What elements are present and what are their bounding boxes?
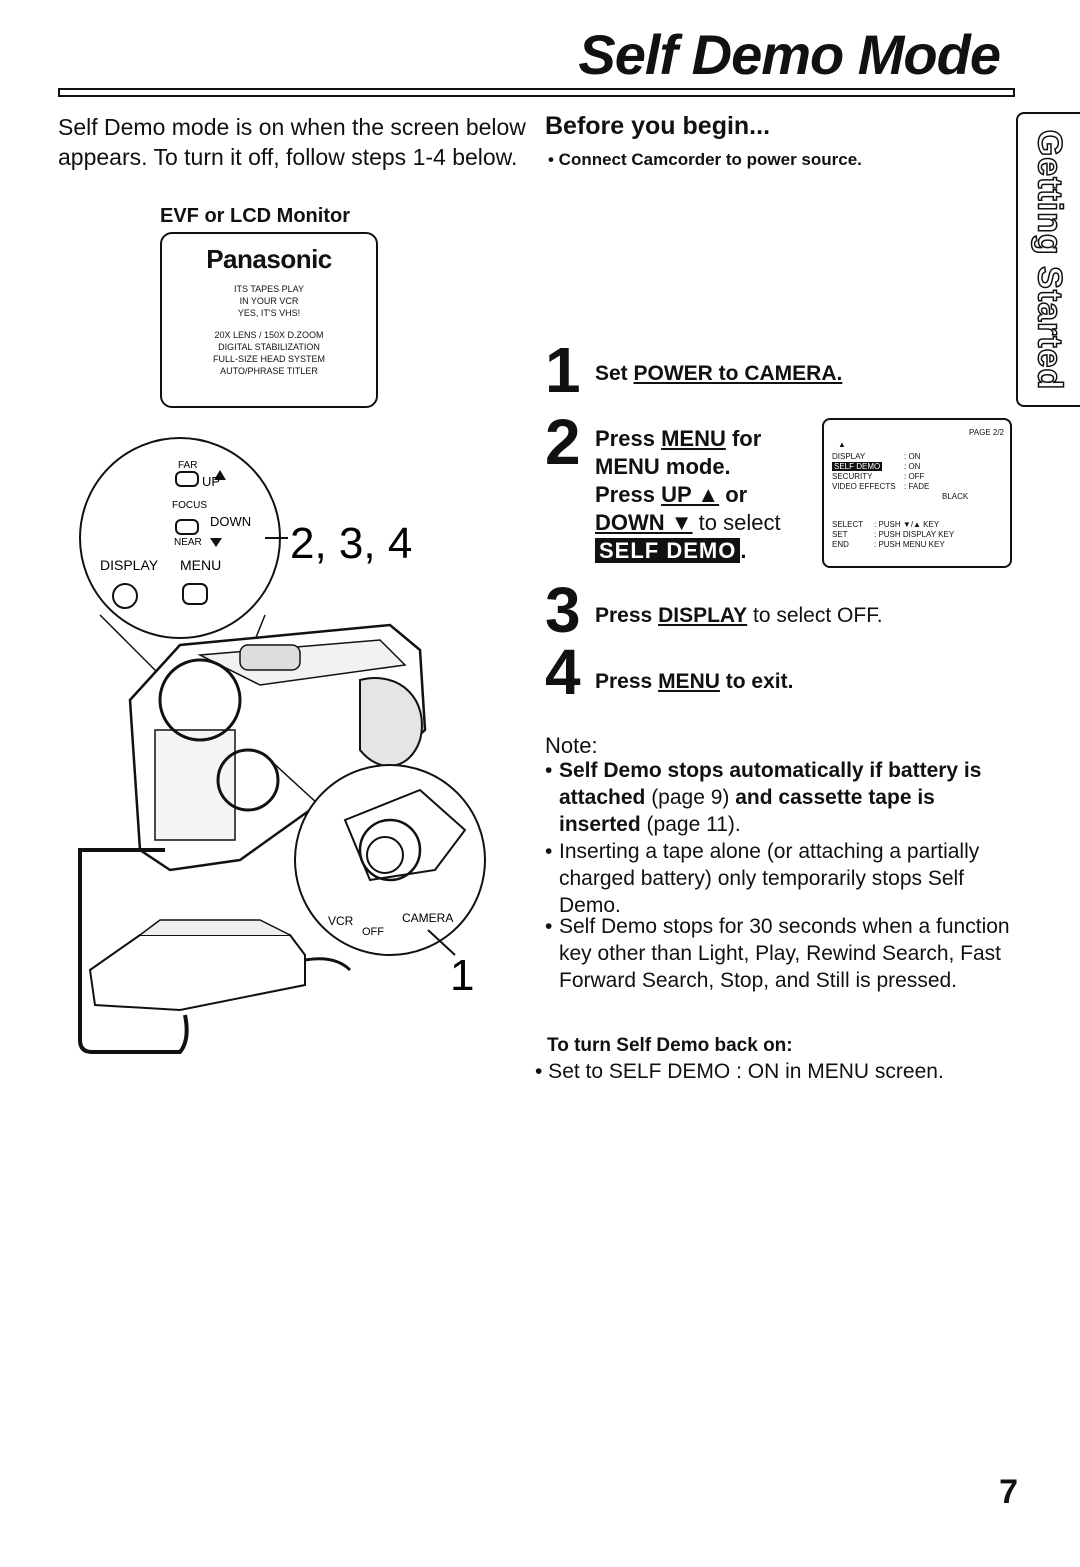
step-1: 1 (545, 338, 581, 402)
callout-1: 1 (450, 951, 474, 1000)
off-label: OFF (362, 926, 384, 938)
vcr-label: VCR (328, 914, 354, 928)
demo-line: YES, IT'S VHS! (237, 308, 301, 318)
help-value: : PUSH ▼/▲ KEY (874, 520, 940, 529)
menu-row-key: VIDEO EFFECTS (832, 482, 896, 491)
page-title: Self Demo Mode (578, 23, 1001, 86)
step-number: 3 (545, 574, 581, 646)
display-button (112, 583, 138, 609)
demo-line: AUTO/PHRASE TITLER (220, 366, 318, 376)
menu-page: PAGE 2/2 (969, 428, 1004, 437)
help-key: SET (832, 530, 848, 539)
up-label: UP (202, 474, 220, 489)
note-text: Self Demo stops for 30 seconds when a fu… (559, 915, 1010, 992)
step-text: to exit. (719, 670, 794, 693)
note-bold: Self Demo stops automatically if battery… (559, 759, 982, 809)
step-number: 4 (545, 636, 581, 708)
menu-row-value: : ON (904, 452, 921, 461)
menu-row-value: : OFF (904, 472, 925, 481)
far-label: FAR (178, 460, 197, 471)
menu-row-key: SECURITY (832, 472, 873, 481)
display-label: DISPLAY (100, 557, 159, 573)
help-value: : PUSH MENU KEY (874, 540, 945, 549)
demo-line: 20x LENS / 150x D.ZOOM (214, 330, 324, 340)
section-tab: Getting Started (1016, 112, 1080, 407)
menu-row-key: SELF DEMO (832, 462, 883, 471)
power-switch-ref: POWER to CAMERA. (633, 362, 843, 385)
near-label: NEAR (174, 537, 202, 548)
step-4-text: Press MENU to exit. (595, 670, 793, 694)
help-key: END (832, 540, 849, 549)
title-rule (58, 88, 1015, 97)
turn-on-text: • Set to SELF DEMO : ON in MENU screen. (535, 1060, 944, 1083)
self-demo-highlight: SELF DEMO (595, 538, 741, 563)
menu-row-value: : FADE (904, 482, 930, 491)
step-text: Press (595, 604, 659, 627)
before-note: • Connect Camcorder to power source. (548, 150, 862, 169)
demo-line: ITS TAPES PLAY (233, 284, 305, 294)
step-text: to select OFF. (747, 604, 883, 627)
menu-row-value: BLACK (942, 492, 969, 501)
menu-row-value: : ON (904, 462, 921, 471)
focus-label: FOCUS (172, 500, 207, 511)
note-text: Inserting a tape alone (or attaching a p… (559, 840, 980, 917)
down-label: DOWN (210, 514, 251, 529)
intro-text: Self Demo mode is on when the screen bel… (58, 114, 526, 170)
note-bullet-2: •Inserting a tape alone (or attaching a … (545, 838, 1015, 919)
camera-label: CAMERA (402, 911, 453, 925)
demo-brand: Panasonic (206, 244, 332, 274)
note-bullet-3: •Self Demo stops for 30 seconds when a f… (545, 913, 1020, 994)
note-bullet-1: •Self Demo stops automatically if batter… (545, 759, 982, 836)
step-1-text: Set POWER to CAMERA. (595, 362, 842, 386)
demo-line: FULL-SIZE HEAD SYSTEM (212, 354, 326, 364)
up-key-ref: UP ▲ (661, 482, 720, 507)
step-text: . (740, 538, 747, 563)
menu-key-ref: MENU (661, 426, 726, 451)
step-2-text: Press MENU for MENU mode. Press UP ▲ or … (595, 425, 781, 565)
up-arrow-icon (214, 470, 226, 480)
up-arrow-icon: ▲ (838, 440, 846, 449)
step-text: Press (595, 670, 659, 693)
turn-on-heading: To turn Self Demo back on: (547, 1035, 793, 1056)
step-number: 1 (545, 334, 581, 406)
section-tab-label: Getting Started (1030, 128, 1070, 390)
display-key-ref: DISPLAY (658, 604, 748, 627)
power-switch (358, 818, 422, 882)
step-text: or (719, 482, 748, 507)
camcorder-illustration: FAR UP FOCUS DOWN NEAR DISPLAY MENU 2, 3… (78, 437, 486, 1054)
menu-button (182, 583, 208, 605)
demo-line: DIGITAL STABILIZATION (218, 342, 320, 352)
step-text: for (725, 426, 762, 451)
note-heading: Note: (545, 733, 598, 758)
step-2: 2 (545, 410, 581, 474)
help-key: SELECT (832, 520, 864, 529)
note-text: (page 9) (645, 786, 736, 809)
step-3: 3 (545, 578, 581, 642)
menu-screen: PAGE 2/2 ▲ DISPLAY : ON SELF DEMO : ON SEC… (822, 418, 1012, 568)
callout-234: 2, 3, 4 (290, 519, 412, 568)
step-text: Press (595, 426, 662, 451)
step-text: to select (692, 510, 781, 535)
step-number: 2 (545, 406, 581, 478)
down-key-ref: DOWN ▼ (595, 510, 693, 535)
demo-screen: Panasonic ITS TAPES PLAY IN YOUR VCR YES… (160, 232, 378, 408)
before-heading: Before you begin... (545, 112, 771, 140)
demo-line: IN YOUR VCR (239, 296, 299, 306)
evf-label: EVF or LCD Monitor (160, 205, 350, 227)
step-4: 4 (545, 640, 581, 704)
help-value: : PUSH DISPLAY KEY (874, 530, 955, 539)
step-text: Press (595, 482, 662, 507)
step-3-text: Press DISPLAY to select OFF. (595, 604, 883, 628)
page-number: 7 (999, 1473, 1018, 1511)
menu-label: MENU (180, 557, 221, 573)
step-text: Set (595, 362, 634, 385)
menu-row-key (832, 492, 942, 502)
note-text: (page 11). (640, 813, 741, 836)
menu-key-ref: MENU (658, 670, 720, 693)
step-text: MENU mode. (595, 454, 731, 479)
down-arrow-icon (210, 538, 222, 547)
note-bold: and cassette tape is inserted (559, 786, 935, 836)
menu-row-key: DISPLAY (832, 452, 866, 461)
